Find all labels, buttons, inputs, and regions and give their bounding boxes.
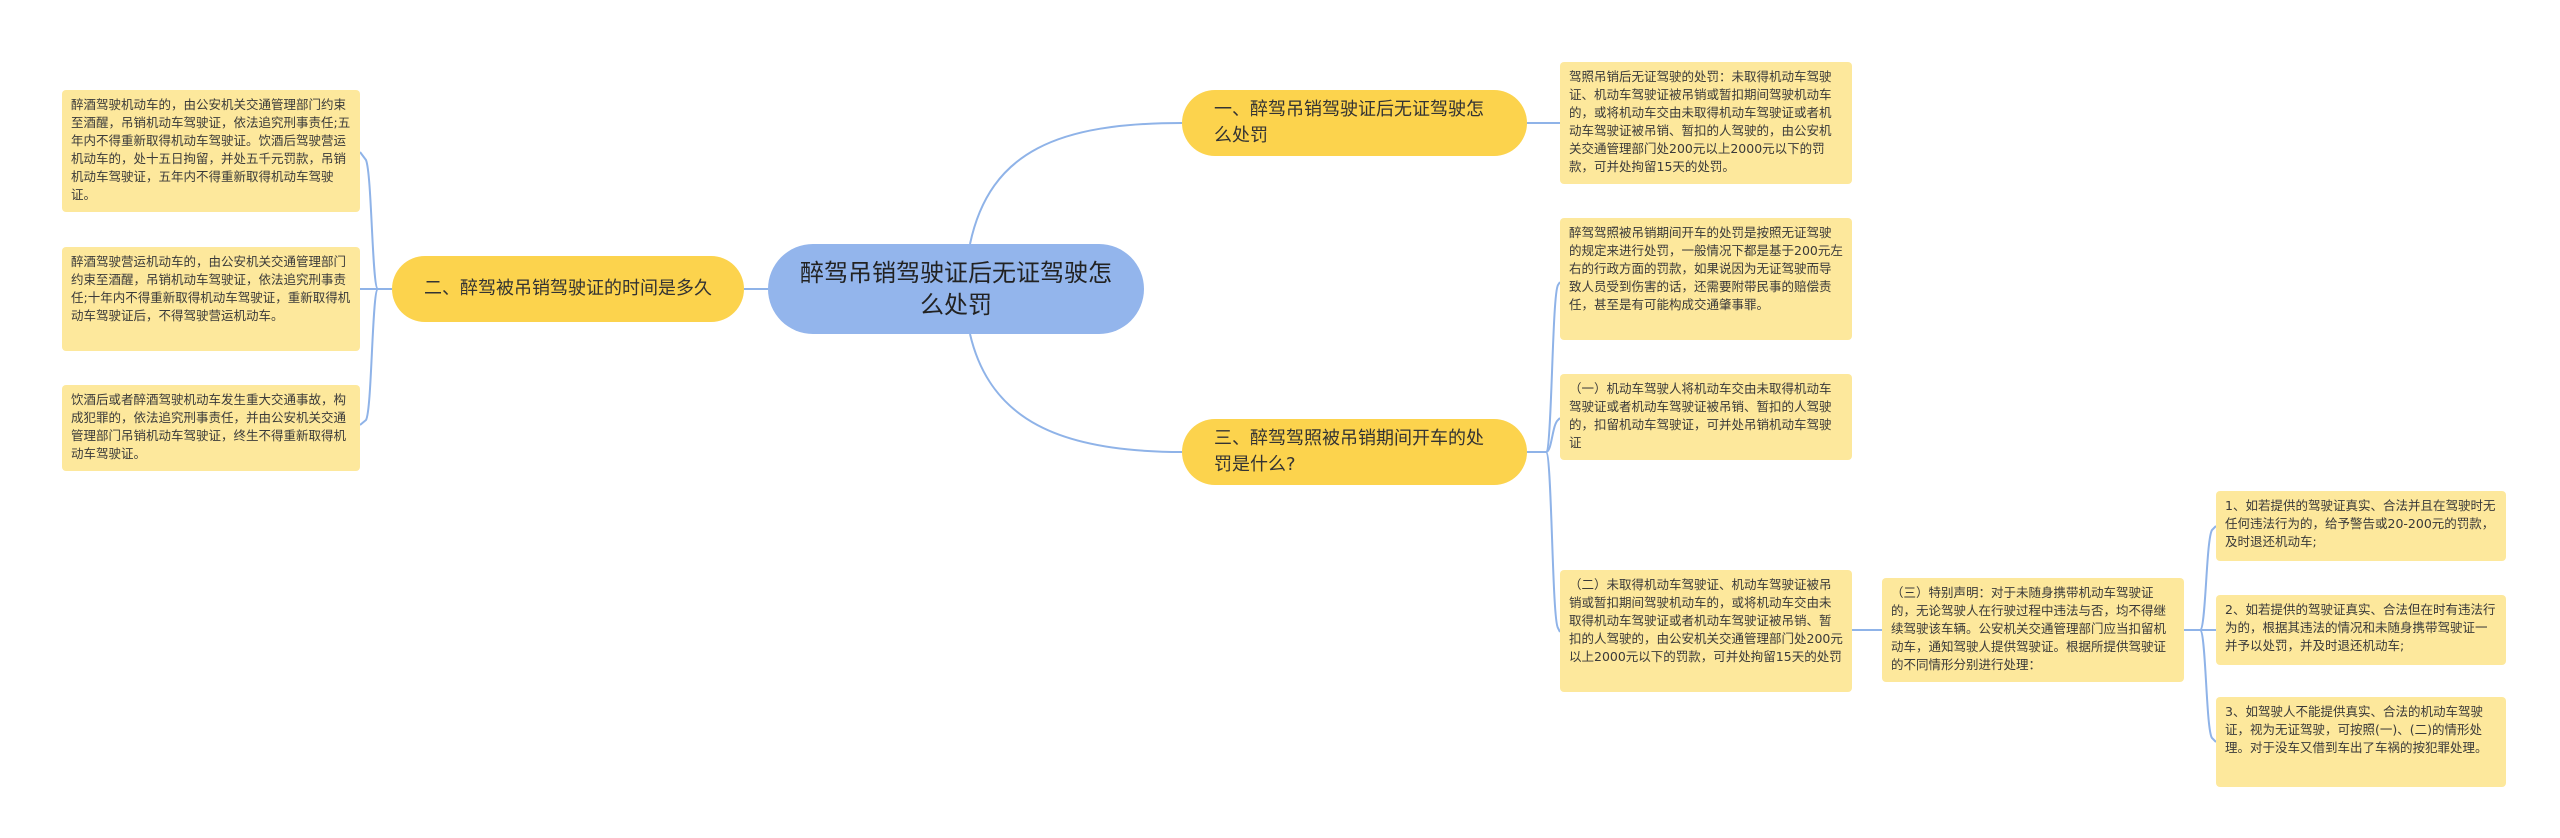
- edge-root-topic3: [969, 333, 1183, 453]
- topic-1-leaf-text: 驾照吊销后无证驾驶的处罚：未取得机动车驾驶证、机动车驾驶证被吊销或暂扣期间驾驶机…: [1569, 69, 1832, 174]
- topic-3-leaf-2-text: （一）机动车驾驶人将机动车交由未取得机动车驾驶证或者机动车驾驶证被吊销、暂扣的人…: [1569, 381, 1832, 450]
- topic-3-leaf-1[interactable]: 醉驾驾照被吊销期间开车的处罚是按照无证驾驶的规定来进行处罚，一般情况下都是基于2…: [1560, 218, 1852, 340]
- special-item-1-text: 1、如若提供的驾驶证真实、合法并且在驾驶时无任何违法行为的，给予警告或20-20…: [2225, 498, 2496, 549]
- topic-3-label: 三、醉驾驾照被吊销期间开车的处罚是什么?: [1214, 428, 1484, 475]
- topic-3-leaf-3[interactable]: （二）未取得机动车驾驶证、机动车驾驶证被吊销或暂扣期间驾驶机动车的，或将机动车交…: [1560, 570, 1852, 692]
- topic-2-leaf-1-text: 醉酒驾驶机动车的，由公安机关交通管理部门约束至酒醒，吊销机动车驾驶证，依法追究刑…: [71, 97, 351, 202]
- topic-3-leaf-3-text: （二）未取得机动车驾驶证、机动车驾驶证被吊销或暂扣期间驾驶机动车的，或将机动车交…: [1569, 577, 1843, 664]
- special-item-2-text: 2、如若提供的驾驶证真实、合法但在时有违法行为的，根据其违法的情况和未随身携带驾…: [2225, 602, 2496, 653]
- topic-2-leaf-3-text: 饮酒后或者醉酒驾驶机动车发生重大交通事故，构成犯罪的，依法追究刑事责任，并由公安…: [71, 392, 347, 461]
- topic-2-label: 二、醉驾被吊销驾驶证的时间是多久: [424, 278, 712, 299]
- edge-root-topic1: [969, 122, 1183, 245]
- topic-2-leaf-1[interactable]: 醉酒驾驶机动车的，由公安机关交通管理部门约束至酒醒，吊销机动车驾驶证，依法追究刑…: [62, 90, 360, 212]
- special-declaration-text: （三）特别声明：对于未随身携带机动车驾驶证的，无论驾驶人在行驶过程中违法与否，均…: [1891, 585, 2167, 672]
- topic-2-leaf-2-text: 醉酒驾驶营运机动车的，由公安机关交通管理部门约束至酒醒，吊销机动车驾驶证，依法追…: [71, 254, 351, 323]
- root-node[interactable]: 醉驾吊销驾驶证后无证驾驶怎么处罚: [768, 244, 1144, 334]
- topic-1-leaf[interactable]: 驾照吊销后无证驾驶的处罚：未取得机动车驾驶证、机动车驾驶证被吊销或暂扣期间驾驶机…: [1560, 62, 1852, 184]
- topic-1-node[interactable]: 一、醉驾吊销驾驶证后无证驾驶怎么处罚: [1182, 90, 1527, 156]
- root-title: 醉驾吊销驾驶证后无证驾驶怎么处罚: [800, 259, 1112, 319]
- topic-2-leaf-2[interactable]: 醉酒驾驶营运机动车的，由公安机关交通管理部门约束至酒醒，吊销机动车驾驶证，依法追…: [62, 247, 360, 351]
- topic-2-node[interactable]: 二、醉驾被吊销驾驶证的时间是多久: [392, 256, 744, 322]
- special-item-2[interactable]: 2、如若提供的驾驶证真实、合法但在时有违法行为的，根据其违法的情况和未随身携带驾…: [2216, 595, 2506, 665]
- special-item-3-text: 3、如驾驶人不能提供真实、合法的机动车驾驶证，视为无证驾驶，可按照(一)、(二)…: [2225, 704, 2488, 755]
- special-item-3[interactable]: 3、如驾驶人不能提供真实、合法的机动车驾驶证，视为无证驾驶，可按照(一)、(二)…: [2216, 697, 2506, 787]
- topic-3-node[interactable]: 三、醉驾驾照被吊销期间开车的处罚是什么?: [1182, 419, 1527, 485]
- special-declaration-node[interactable]: （三）特别声明：对于未随身携带机动车驾驶证的，无论驾驶人在行驶过程中违法与否，均…: [1882, 578, 2184, 682]
- special-item-1[interactable]: 1、如若提供的驾驶证真实、合法并且在驾驶时无任何违法行为的，给予警告或20-20…: [2216, 491, 2506, 561]
- topic-3-leaf-2[interactable]: （一）机动车驾驶人将机动车交由未取得机动车驾驶证或者机动车驾驶证被吊销、暂扣的人…: [1560, 374, 1852, 460]
- topic-1-label: 一、醉驾吊销驾驶证后无证驾驶怎么处罚: [1214, 99, 1484, 146]
- topic-3-leaf-1-text: 醉驾驾照被吊销期间开车的处罚是按照无证驾驶的规定来进行处罚，一般情况下都是基于2…: [1569, 225, 1843, 312]
- topic-2-leaf-3[interactable]: 饮酒后或者醉酒驾驶机动车发生重大交通事故，构成犯罪的，依法追究刑事责任，并由公安…: [62, 385, 360, 471]
